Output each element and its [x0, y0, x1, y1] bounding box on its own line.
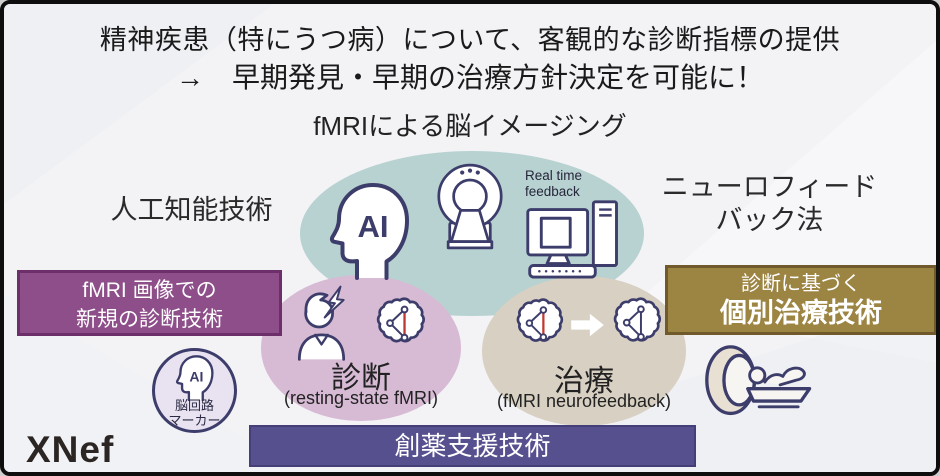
xnef-logo: XNef: [26, 429, 115, 470]
ai-head-icon: AI: [324, 180, 416, 280]
neurofeedback-label-line1: ニューロフィード: [661, 172, 878, 202]
diagnosis-tech-box: fMRI 画像での 新規の診断技術: [17, 270, 282, 336]
badge-line2: マーカー: [168, 413, 221, 428]
realtime-feedback-line1: Real time: [525, 168, 583, 183]
computer-icon: [522, 198, 630, 279]
arrow-right-icon: [571, 311, 605, 339]
brain-after-icon: [608, 295, 665, 352]
neurofeedback-label-line2: バック法: [715, 205, 824, 235]
imaging-title: fMRIによる脳イメージング: [313, 111, 627, 141]
treatment-ellipse: [482, 276, 686, 426]
diagnosis-ellipse: [261, 275, 461, 421]
drug-support-bar: 創薬支援技術: [249, 425, 696, 467]
realtime-feedback-label: Real time feedback: [525, 168, 615, 200]
treatment-tech-line2: 個別治療技術: [720, 298, 882, 328]
treatment-tech-box: 診断に基づく 個別治療技術: [665, 265, 936, 335]
mri-scanner-icon: [431, 156, 509, 257]
brain-network-abnormal-icon: [371, 295, 429, 353]
patient-stress-icon: [293, 285, 350, 361]
badge-head-icon: AI: [172, 354, 218, 402]
ai-head-text: AI: [358, 209, 389, 244]
diagnosis-tech-line2: 新規の診断技術: [76, 308, 223, 331]
diagnosis-subtitle: (resting-state fMRI): [283, 388, 439, 408]
neurofeedback-label: ニューロフィード バック法: [647, 171, 892, 237]
mri-patient-icon: [702, 344, 822, 422]
badge-ai-text: AI: [189, 368, 203, 384]
brain-before-icon: [511, 296, 567, 352]
treatment-subtitle: (fMRI neurofeedback): [496, 391, 672, 411]
treatment-title: 治療: [554, 365, 614, 398]
diagnosis-title: 診断: [331, 362, 391, 395]
diagnosis-tech-line1: fMRI 画像での: [82, 279, 217, 302]
brain-marker-badge: AI 脳回路 マーカー: [152, 348, 237, 433]
badge-line1: 脳回路: [174, 398, 214, 413]
header-line2: → 早期発見・早期の治療方針決定を可能に！: [175, 62, 764, 93]
realtime-feedback-line2: feedback: [525, 184, 580, 199]
treatment-tech-line1: 診断に基づく: [741, 273, 861, 295]
header-line1: 精神疾患（特にうつ病）について、客観的な診断指標の提供: [99, 25, 841, 55]
ai-tech-label: 人工知能技術: [110, 195, 273, 225]
